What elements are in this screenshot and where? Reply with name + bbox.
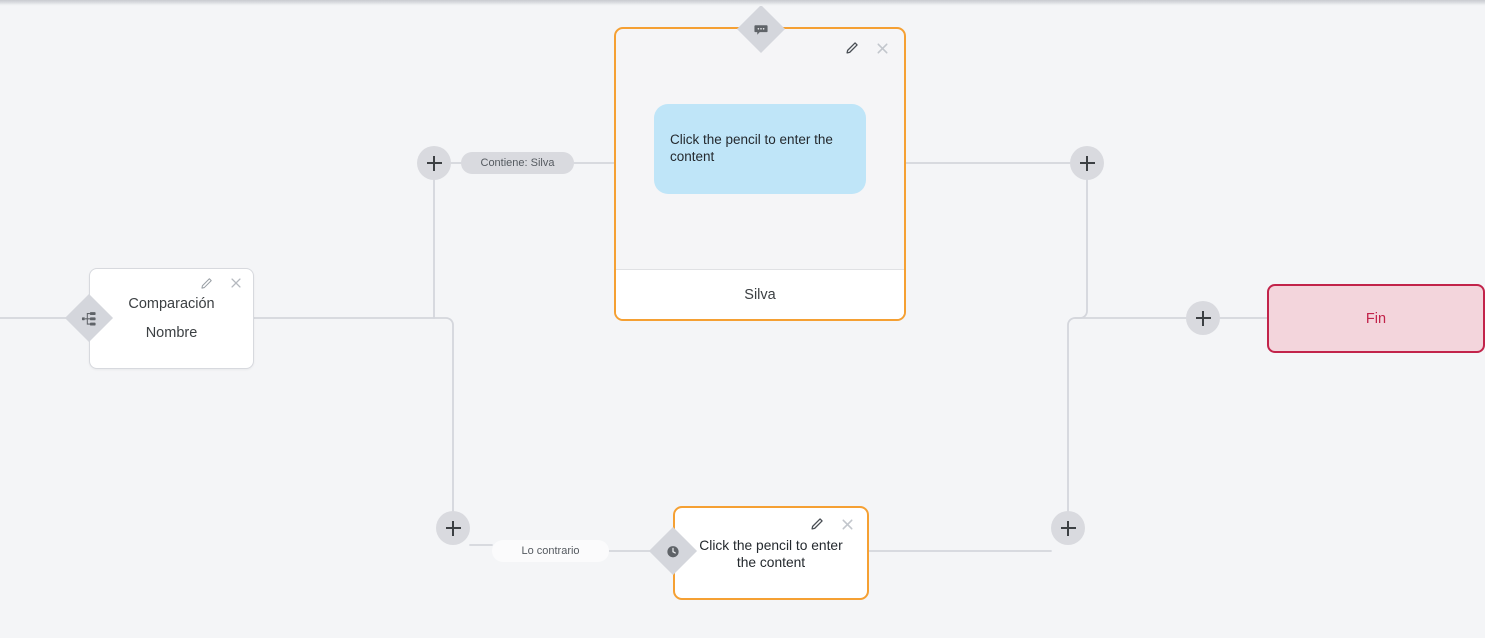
edge-label-true-branch[interactable]: Contiene: Silva <box>461 152 574 174</box>
edge-label-false-branch[interactable]: Lo contrario <box>492 540 609 562</box>
speech-bubble-icon <box>754 22 769 37</box>
comparison-node-title: Comparación <box>128 296 215 312</box>
close-icon[interactable] <box>839 516 855 532</box>
message-card-actions <box>844 40 890 56</box>
message-bubble: Click the pencil to enter the content <box>654 104 866 194</box>
comparison-node[interactable]: Comparación Nombre <box>89 268 254 369</box>
timer-card-text: Click the pencil to enter the content <box>699 537 843 570</box>
timer-card-icon-diamond <box>648 526 698 576</box>
timer-card-actions <box>809 516 855 532</box>
timer-card[interactable]: Click the pencil to enter the content <box>673 506 869 600</box>
message-card-body: Click the pencil to enter the content <box>616 29 904 269</box>
add-node-after-message-button[interactable] <box>1070 146 1104 180</box>
edge-false-branch-down <box>253 317 454 512</box>
add-node-before-end-button[interactable] <box>1186 301 1220 335</box>
edge-message-down-to-merge <box>1074 179 1088 319</box>
add-node-after-timer-button[interactable] <box>1051 511 1085 545</box>
clock-icon <box>666 544 681 559</box>
edge-timer-up-to-merge <box>1067 317 1187 535</box>
pencil-icon[interactable] <box>809 516 825 532</box>
pencil-icon[interactable] <box>198 275 214 291</box>
comparison-node-icon-diamond <box>64 293 114 343</box>
message-card-divider <box>616 269 904 270</box>
message-card[interactable]: Click the pencil to enter the content Si… <box>614 27 906 321</box>
comparison-node-actions <box>198 275 244 291</box>
close-icon[interactable] <box>228 275 244 291</box>
pencil-icon[interactable] <box>844 40 860 56</box>
message-card-footer: Silva <box>616 270 904 319</box>
message-card-icon-diamond <box>736 4 786 54</box>
comparison-node-subtitle: Nombre <box>145 325 198 341</box>
close-icon[interactable] <box>874 40 890 56</box>
branch-sitemap-icon <box>81 311 97 326</box>
window-top-bar <box>0 0 1485 6</box>
end-node[interactable]: Fin <box>1267 284 1485 353</box>
add-node-false-branch-button[interactable] <box>436 511 470 545</box>
add-node-true-branch-button[interactable] <box>417 146 451 180</box>
